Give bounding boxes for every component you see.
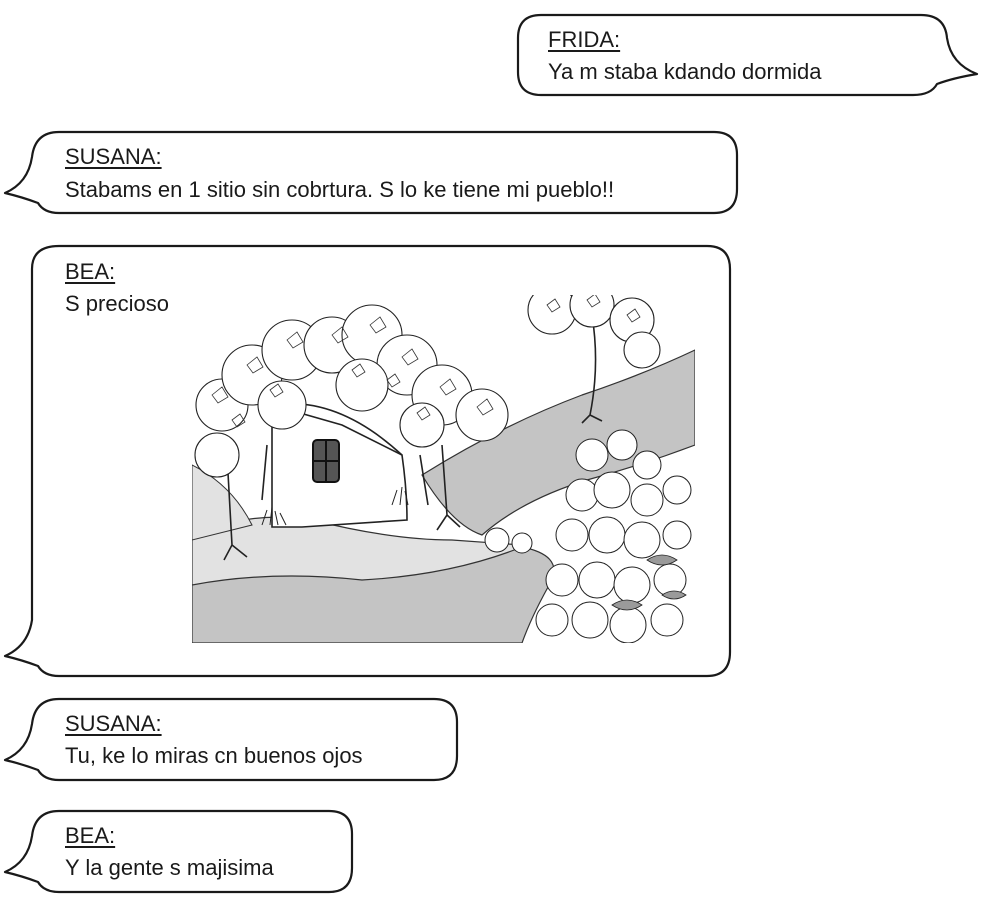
message-bubble-bea[interactable]: BEA: Y la gente s majisima	[3, 809, 354, 894]
message-bubble-susana[interactable]: SUSANA: Stabams en 1 sitio sin cobrtura.…	[3, 130, 739, 215]
sender-name: BEA:	[65, 823, 116, 848]
message-text: Stabams en 1 sitio sin cobrtura. S lo ke…	[65, 177, 615, 202]
sender-name: FRIDA:	[548, 27, 621, 52]
sender-name: SUSANA:	[65, 711, 162, 736]
message-bubble-bea-photo[interactable]: BEA: S precioso	[3, 244, 732, 678]
message-bubble-frida[interactable]: FRIDA: Ya m staba kdando dormida	[516, 13, 979, 97]
sender-name: BEA:	[65, 259, 116, 284]
bubble-outline	[3, 697, 459, 782]
message-text: Y la gente s majisima	[65, 855, 274, 880]
message-text: Tu, ke lo miras cn buenos ojos	[65, 743, 363, 768]
bubble-outline	[3, 809, 354, 894]
bubble-outline	[3, 130, 739, 215]
message-text: S precioso	[65, 291, 169, 316]
bubble-outline	[516, 13, 979, 97]
photo-attachment[interactable]	[192, 295, 695, 643]
sender-name: SUSANA:	[65, 144, 162, 169]
message-text: Ya m staba kdando dormida	[548, 59, 822, 84]
message-bubble-susana[interactable]: SUSANA: Tu, ke lo miras cn buenos ojos	[3, 697, 459, 782]
village-house-illustration	[192, 295, 695, 643]
